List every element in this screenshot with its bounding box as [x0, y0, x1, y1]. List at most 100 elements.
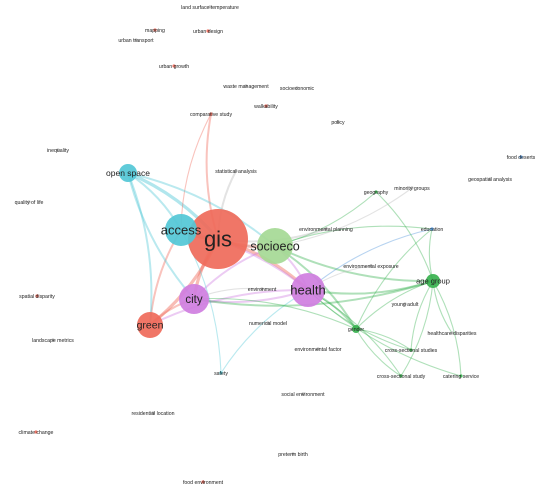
label-food-deserts: food deserts — [507, 155, 536, 161]
label-socioeconomic: socioeconomic — [280, 86, 315, 92]
node-cross-sectional-studies[interactable] — [409, 348, 413, 352]
label-city: city — [185, 294, 203, 306]
node-geography[interactable] — [374, 190, 378, 194]
node-landscape-metrics[interactable] — [51, 338, 55, 342]
label-environmental-factor: environmental factor — [295, 347, 342, 353]
node-climate-change[interactable] — [34, 430, 38, 434]
edge-age_group-geography — [375, 191, 434, 282]
label-social-environment: social environment — [281, 392, 325, 398]
edge-open_space-socioeco — [127, 172, 276, 247]
node-gender[interactable] — [352, 325, 360, 333]
node-urban-transport[interactable] — [134, 38, 138, 42]
node-urban-design[interactable] — [206, 29, 210, 33]
label-urban-transport: urban transport — [118, 38, 154, 44]
edge-gender-education — [355, 228, 433, 330]
edge-socioeco-age_group — [274, 245, 434, 283]
node-city[interactable] — [179, 284, 209, 314]
node-layer — [27, 5, 523, 484]
node-waste-management[interactable] — [244, 84, 248, 88]
label-environment: environment — [248, 287, 277, 293]
label-spatial-disparity: spatial disparity — [19, 294, 55, 300]
label-numerical-model: numerical model — [249, 321, 287, 327]
label-food-environment: food environment — [183, 480, 224, 486]
label-access: access — [161, 223, 202, 238]
edge-green-health — [149, 288, 309, 326]
label-landscape-metrics: landscape metrics — [32, 338, 74, 344]
edge-age_group-cross_sectional_study — [400, 280, 434, 377]
node-social-environment[interactable] — [301, 392, 305, 396]
label-quality-of-life: quality of life — [15, 200, 44, 206]
node-healthcare-disparities[interactable] — [450, 331, 454, 335]
label-catering-service: catering service — [443, 374, 479, 380]
node-residential-location[interactable] — [151, 411, 155, 415]
node-statistical-analysis[interactable] — [234, 169, 238, 173]
label-healthcare-disparities: healthcare disparities — [427, 331, 476, 337]
node-walkability[interactable] — [264, 104, 268, 108]
label-cross-sectional-studies: cross-sectional studies — [385, 348, 438, 354]
label-mapping: mapping — [145, 28, 165, 34]
node-comparative-study[interactable] — [209, 112, 213, 116]
node-spatial-disparity[interactable] — [35, 294, 39, 298]
node-young-adult[interactable] — [403, 302, 407, 306]
label-environmental-exposure: environmental exposure — [343, 264, 398, 270]
edge-gender-cross_sectional_study — [355, 328, 402, 377]
edge-age_group-gender — [355, 280, 434, 330]
label-climate-change: climate change — [19, 430, 54, 436]
node-gis[interactable] — [188, 209, 248, 269]
label-young-adult: young adult — [392, 302, 419, 308]
label-residential-location: residential location — [132, 411, 175, 417]
label-minority-groups: minority groups — [394, 186, 430, 192]
node-environmental-factor[interactable] — [316, 347, 320, 351]
node-mapping[interactable] — [153, 28, 157, 32]
node-environment[interactable] — [260, 287, 264, 291]
node-access[interactable] — [165, 214, 197, 246]
node-land-surface-temperature[interactable] — [208, 5, 212, 9]
label-open-space: open space — [106, 168, 150, 178]
edge-health-catering_service — [307, 289, 462, 377]
edge-open_space-city — [127, 172, 195, 300]
label-urban-design: urban design — [193, 29, 223, 35]
node-minority-groups[interactable] — [410, 186, 414, 190]
node-catering-service[interactable] — [459, 374, 463, 378]
node-inequality[interactable] — [56, 148, 60, 152]
node-environmental-planning[interactable] — [324, 227, 328, 231]
label-statistical-analysis: statistical analysis — [215, 169, 257, 175]
label-green: green — [137, 320, 164, 332]
node-food-environment[interactable] — [201, 480, 205, 484]
node-cross-sectional-study[interactable] — [399, 374, 403, 378]
node-geospatial-analysis[interactable] — [488, 177, 492, 181]
edge-gender-cross_sectional_studies — [355, 328, 412, 351]
label-cross-sectional-study: cross-sectional study — [377, 374, 426, 380]
node-urban-growth[interactable] — [172, 64, 176, 68]
label-urban-growth: urban growth — [159, 64, 189, 70]
label-geography: geography — [364, 190, 389, 196]
node-green[interactable] — [137, 312, 163, 338]
edge-age_group-catering_service — [432, 280, 462, 377]
node-health[interactable] — [291, 273, 325, 307]
label-socioeco: socioeco — [250, 239, 299, 253]
label-policy: policy — [331, 120, 345, 126]
edge-age_group-healthcare_disparities — [432, 280, 453, 334]
label-safety: safety — [214, 371, 228, 377]
node-environmental-exposure[interactable] — [369, 264, 373, 268]
node-socioeco[interactable] — [257, 228, 293, 264]
edge-socioeco-education — [274, 225, 433, 247]
label-education: education — [421, 227, 444, 233]
node-socioeconomic[interactable] — [295, 86, 299, 90]
label-geospatial-analysis: geospatial analysis — [468, 177, 512, 183]
edge-city-gender — [193, 297, 357, 330]
node-preterm-birth[interactable] — [291, 452, 295, 456]
node-safety[interactable] — [219, 371, 223, 375]
node-numerical-model[interactable] — [266, 321, 270, 325]
node-education[interactable] — [430, 227, 434, 231]
label-health: health — [290, 283, 325, 298]
node-age-group[interactable] — [426, 274, 440, 288]
edge-green-open_space — [127, 172, 153, 326]
node-food-deserts[interactable] — [519, 155, 523, 159]
node-policy[interactable] — [336, 120, 340, 124]
node-open-space[interactable] — [119, 164, 137, 182]
label-comparative-study: comparative study — [190, 112, 233, 118]
node-quality-of-life[interactable] — [27, 200, 31, 204]
